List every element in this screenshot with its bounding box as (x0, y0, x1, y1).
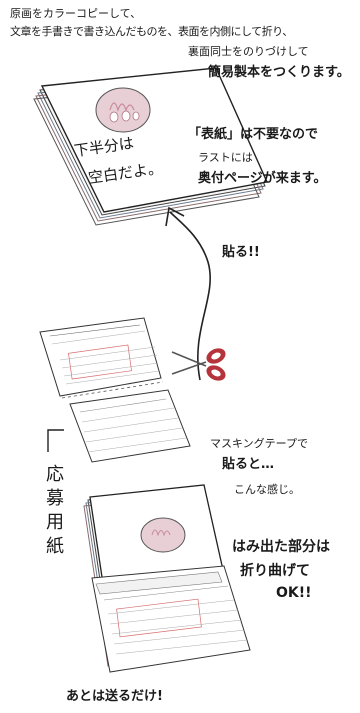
fold-note-line-3: OK!! (276, 585, 312, 601)
note-line-2: ラストには (198, 151, 253, 164)
tape-note-line-1: マスキングテープで (210, 437, 309, 450)
arrow-icon (165, 206, 211, 381)
note-line-3: 奥付ページが来ます。 (198, 171, 327, 186)
fold-note-line-2: 折り曲げて (240, 563, 310, 579)
scissors-icon (171, 348, 226, 381)
fold-note-line-1: はみ出た部分は (232, 539, 330, 555)
form-sheets (39, 317, 191, 463)
intro-line-3: 裏面同士をのりづけして (188, 45, 309, 58)
booklet-top (33, 67, 269, 226)
closing-text: あとは送るだけ! (66, 689, 163, 704)
intro-line-2: 文章を手書きで書き込んだものを、表面を内側にして折り、 (10, 25, 293, 38)
intro-line-4: 簡易製本をつくります。 (208, 65, 350, 80)
form-label: 応募用紙 (43, 464, 64, 560)
intro-line-1: 原画をカラーコピーして、 (10, 7, 142, 20)
tape-note-line-3: こんな感じ。 (234, 483, 300, 496)
note-line-1: 「表紙」は不要なので (188, 127, 319, 142)
booklet-bottom (83, 484, 251, 673)
corner-bracket-icon (47, 429, 64, 452)
cover-illustration (95, 87, 151, 133)
paste-label: 貼る!! (222, 245, 260, 260)
tape-note-line-2: 貼ると… (222, 457, 275, 472)
